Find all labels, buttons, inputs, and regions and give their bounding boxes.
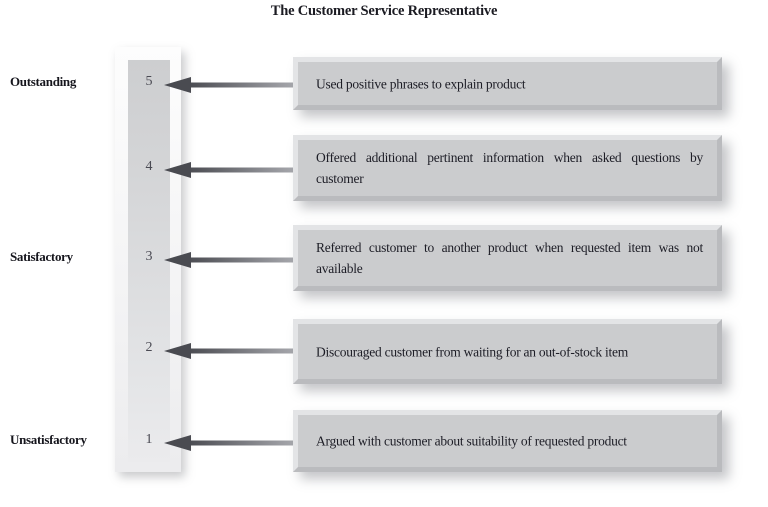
scale-column-bar [128, 60, 170, 462]
left-arrow-icon-level-4 [163, 160, 297, 180]
anchor-label-satisfactory: Satisfactory [10, 249, 73, 264]
scale-number-1: 1 [145, 432, 153, 447]
left-arrow-icon-level-2 [163, 341, 297, 361]
scale-number-2: 2 [145, 340, 153, 355]
statement-box-level-5: Used positive phrases to explain product [293, 57, 722, 110]
page-title: The Customer Service Representative [270, 3, 498, 19]
scale-number-5: 5 [145, 74, 153, 89]
statement-text-level-2: Discouraged customer from waiting for an… [316, 344, 629, 359]
statement-box-level-4: Offered additional pertinent information… [293, 135, 722, 201]
left-arrow-icon-level-3 [163, 250, 297, 270]
statement-text-level-3: Referred customer to another product whe… [316, 240, 703, 276]
statement-box-level-3: Referred customer to another product whe… [293, 225, 722, 291]
left-arrow-icon-level-1 [163, 433, 297, 453]
scale-number-4: 4 [145, 159, 153, 174]
statement-box-level-2: Discouraged customer from waiting for an… [293, 319, 722, 384]
statement-box-level-1: Argued with customer about suitability o… [293, 410, 722, 472]
scale-number-3: 3 [145, 249, 153, 264]
statement-text-level-4: Offered additional pertinent information… [316, 150, 703, 186]
anchor-label-unsatisfactory: Unsatisfactory [10, 432, 87, 447]
statement-text-level-5: Used positive phrases to explain product [316, 76, 526, 91]
anchor-label-outstanding: Outstanding [10, 74, 77, 89]
left-arrow-icon-level-5 [163, 75, 297, 95]
statement-text-level-1: Argued with customer about suitability o… [316, 433, 627, 449]
